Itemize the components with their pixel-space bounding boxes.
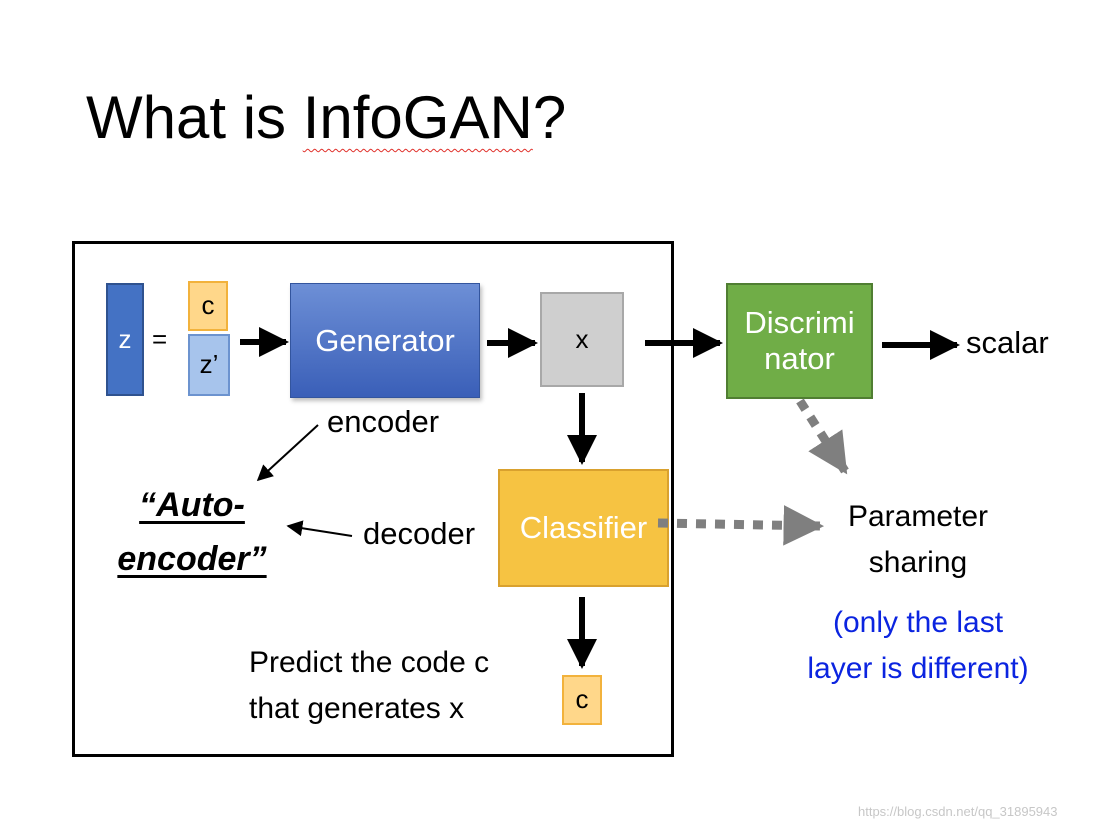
classifier-block: Classifier — [498, 469, 669, 587]
dotted-arrow-discriminator-sharing — [796, 398, 849, 475]
parameter-sharing-label: Parameter sharing — [820, 494, 1016, 586]
predict-line2: that generates x — [249, 692, 465, 725]
note-line1: (only the last — [832, 606, 1004, 639]
parameter-line2: sharing — [868, 546, 968, 579]
scalar-label: scalar — [966, 325, 1049, 360]
autoencoder-line1: “Auto- — [139, 486, 245, 524]
equals-sign: = — [152, 324, 168, 354]
dotted-arrow-classifier-sharing — [657, 505, 825, 546]
note-line2: layer is different) — [807, 652, 1029, 685]
discriminator-label-line2: nator — [764, 341, 835, 376]
code-c-predicted: c — [562, 675, 602, 725]
autoencoder-label: “Auto- encoder” — [104, 478, 280, 586]
parameter-line1: Parameter — [847, 500, 989, 533]
infogan-term: InfoGAN — [302, 84, 533, 151]
predict-caption: Predict the code c that generates x — [249, 640, 489, 732]
predict-line1: Predict the code c — [249, 646, 490, 679]
code-c-input: c — [188, 281, 228, 331]
arrow-encoder-label — [256, 424, 319, 482]
autoencoder-line2: encoder” — [117, 540, 267, 578]
arrow-decoder-label — [286, 520, 353, 537]
discriminator-label-line1: Discrimi — [744, 305, 855, 341]
decoder-label: decoder — [363, 516, 476, 551]
watermark: https://blog.csdn.net/qq_31895943 — [858, 804, 1058, 819]
z-prime-input: z’ — [188, 334, 230, 396]
generator-block: Generator — [290, 283, 480, 398]
x-output: x — [540, 292, 624, 387]
last-layer-note: (only the last layer is different) — [780, 600, 1056, 692]
z-vector: z — [106, 283, 144, 396]
encoder-label: encoder — [327, 404, 440, 439]
page-title: What is InfoGAN? — [86, 84, 567, 151]
infogan-frame — [72, 241, 674, 757]
